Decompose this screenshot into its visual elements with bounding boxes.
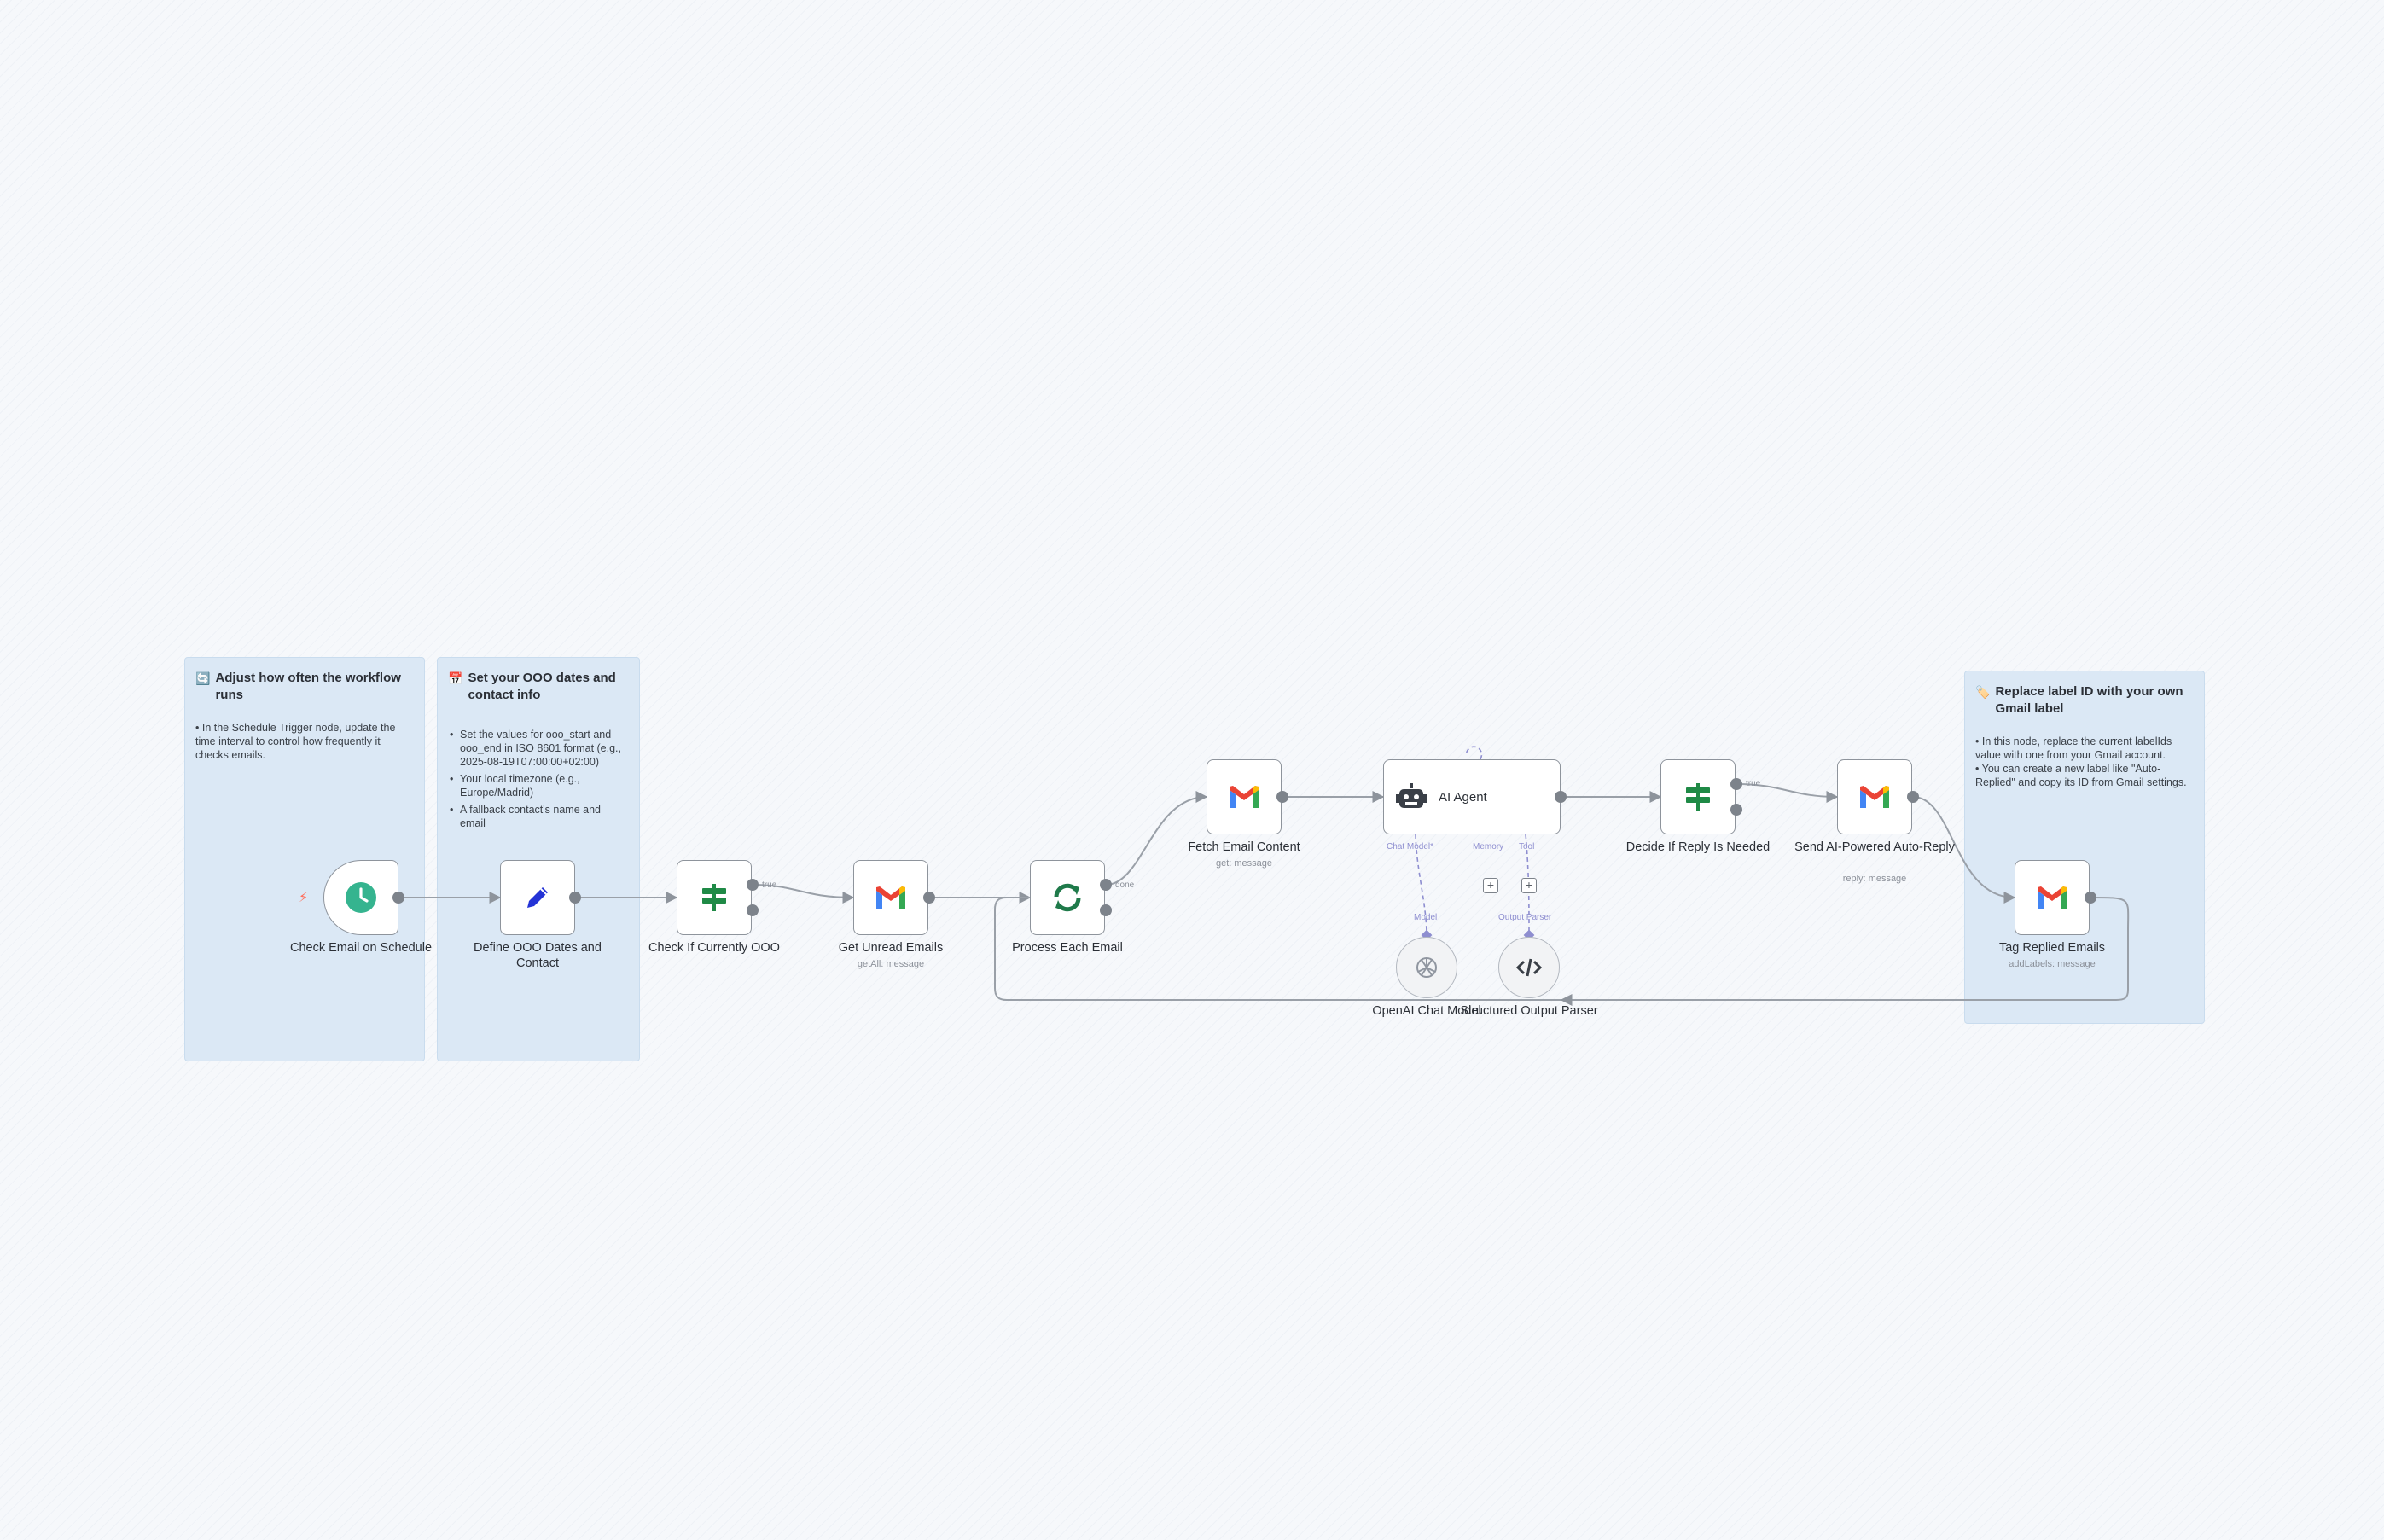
output-port[interactable] — [923, 892, 935, 904]
node-label: Process Each Email — [1012, 941, 1123, 955]
node-get-unread[interactable] — [853, 860, 928, 935]
sticky-text: • You can create a new label like "Auto-… — [1975, 763, 2187, 788]
node-send-reply[interactable] — [1837, 759, 1912, 834]
label-emoji-icon: 🏷️ — [1975, 685, 1991, 699]
port-label-chat-model: Chat Model* — [1387, 842, 1434, 851]
sticky-list-item: Set the values for ooo_start and ooo_end… — [448, 728, 629, 769]
openai-icon — [1416, 957, 1437, 978]
sticky-note-schedule[interactable]: 🔄 Adjust how often the workflow runs • In… — [184, 657, 425, 1061]
node-subtitle: get: message — [1215, 858, 1273, 869]
gmail-icon — [1230, 786, 1259, 808]
node-label: Check If Currently OOO — [648, 941, 780, 955]
output-port-done[interactable] — [1100, 879, 1112, 891]
node-check-ooo[interactable] — [677, 860, 752, 935]
node-output-parser[interactable] — [1498, 937, 1560, 998]
port-label-memory: Memory — [1473, 842, 1504, 851]
sticky-text: • In this node, replace the current labe… — [1975, 735, 2172, 761]
code-icon — [1515, 958, 1543, 977]
node-label: Check Email on Schedule — [289, 941, 433, 955]
output-port[interactable] — [392, 892, 404, 904]
node-subtitle: addLabels: message — [2009, 959, 2096, 969]
edge-label-done: done — [1115, 880, 1135, 890]
sticky-title: Adjust how often the workflow runs — [215, 671, 401, 702]
node-title: AI Agent — [1439, 789, 1487, 805]
node-define-ooo[interactable] — [500, 860, 575, 935]
output-port-false[interactable] — [747, 904, 759, 916]
node-label: Send AI-Powered Auto-Reply — [1794, 840, 1955, 854]
output-port-true[interactable] — [1730, 778, 1742, 790]
if-signpost-icon — [702, 884, 726, 911]
port-label-output-parser: Output Parser — [1498, 913, 1552, 922]
node-label: Structured Output Parser — [1460, 1004, 1598, 1018]
loop-icon — [1054, 883, 1081, 912]
sticky-list-item: A fallback contact's name and email — [448, 803, 629, 830]
gmail-icon — [876, 886, 905, 909]
node-check-email[interactable] — [323, 860, 398, 935]
sticky-text: • In the Schedule Trigger node, update t… — [195, 722, 396, 761]
edge-label-true: true — [762, 880, 777, 890]
calendar-emoji-icon: 📅 — [448, 671, 463, 685]
output-port[interactable] — [1276, 791, 1288, 803]
node-tag-replied[interactable] — [2015, 860, 2090, 935]
port-label-model: Model — [1414, 913, 1438, 922]
clock-icon — [346, 882, 376, 913]
output-port[interactable] — [1907, 791, 1919, 803]
edge-label-true: true — [1746, 779, 1761, 788]
node-subtitle: reply: message — [1842, 874, 1907, 884]
repeat-emoji-icon: 🔄 — [195, 671, 211, 685]
node-process-each[interactable] — [1030, 860, 1105, 935]
node-subtitle: getAll: message — [857, 959, 925, 969]
port-label-tool: Tool — [1519, 842, 1535, 851]
sticky-title: Set your OOO dates and contact info — [468, 671, 616, 702]
node-fetch-content[interactable] — [1207, 759, 1282, 834]
output-port-true[interactable] — [747, 879, 759, 891]
add-memory-button[interactable]: + — [1483, 878, 1498, 893]
sticky-list-item: Your local timezone (e.g., Europe/Madrid… — [448, 772, 629, 799]
node-openai-model[interactable] — [1396, 937, 1457, 998]
add-tool-button[interactable]: + — [1521, 878, 1537, 893]
node-decide-reply[interactable] — [1660, 759, 1736, 834]
sticky-note-ooo[interactable]: 📅 Set your OOO dates and contact info Set… — [437, 657, 640, 1061]
if-signpost-icon — [1686, 783, 1710, 811]
node-label: Define OOO Dates and Contact — [474, 941, 602, 970]
output-port[interactable] — [1555, 791, 1567, 803]
sticky-note-label[interactable]: 🏷️ Replace label ID with your own Gmail l… — [1964, 671, 2205, 1024]
output-port-loop[interactable] — [1100, 904, 1112, 916]
node-label: Decide If Reply Is Needed — [1625, 840, 1771, 854]
output-port-false[interactable] — [1730, 804, 1742, 816]
node-ai-agent[interactable]: AI Agent — [1383, 759, 1561, 834]
node-label: Get Unread Emails — [838, 941, 944, 955]
node-label: Tag Replied Emails — [1998, 941, 2106, 955]
pencil-icon — [527, 887, 548, 908]
robot-icon — [1396, 783, 1427, 808]
node-label: OpenAI Chat Model — [1372, 1004, 1481, 1018]
gmail-icon — [2038, 886, 2067, 909]
gmail-icon — [1860, 786, 1889, 808]
node-label: Fetch Email Content — [1188, 840, 1300, 854]
trigger-bolt-icon: ⚡ — [299, 891, 309, 905]
output-port[interactable] — [569, 892, 581, 904]
sticky-title: Replace label ID with your own Gmail lab… — [1995, 684, 2183, 716]
output-port[interactable] — [2085, 892, 2096, 904]
